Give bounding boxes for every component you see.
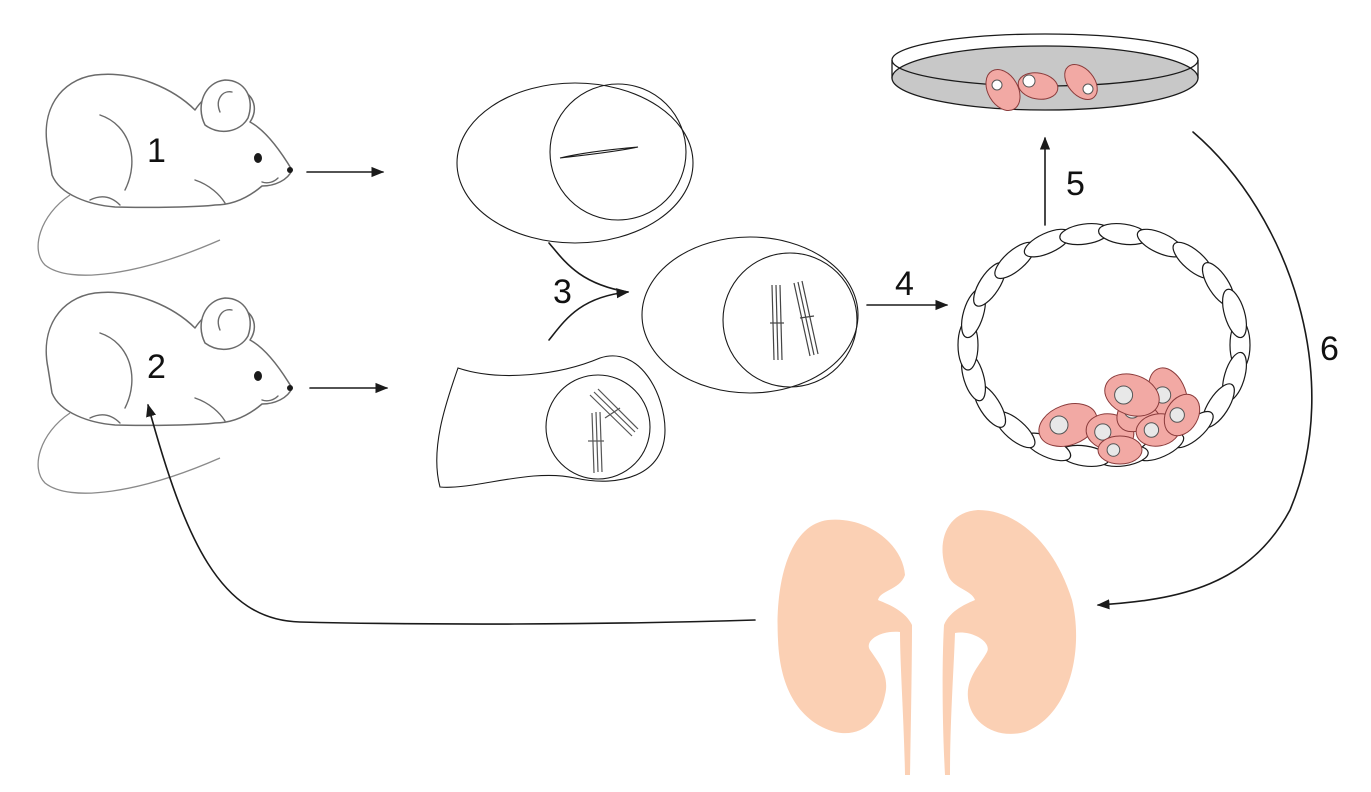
petri-dish-icon	[891, 33, 1199, 111]
blastocyst-icon	[957, 222, 1251, 468]
fusion-curve-bottom	[548, 288, 630, 341]
mouse-1-label: 1	[147, 132, 166, 170]
inner-cell	[1097, 435, 1143, 465]
step-6-label: 6	[1320, 330, 1339, 368]
arrow-step-6	[1096, 131, 1313, 610]
kidney-icon	[777, 510, 1077, 775]
oocyte-icon	[456, 82, 694, 244]
step-4-label: 4	[895, 265, 914, 303]
somatic-cell-icon	[436, 355, 666, 488]
trophoblast-cell	[1221, 288, 1248, 339]
inner-cell	[1038, 403, 1098, 447]
mouse-2-label: 2	[147, 348, 166, 386]
step-3-label: 3	[553, 273, 572, 311]
cultured-cell	[1017, 72, 1059, 100]
step-5-label: 5	[1066, 165, 1085, 203]
cultured-cell	[985, 69, 1021, 111]
mouse-1-icon: 1	[37, 73, 294, 276]
cultured-cell	[1064, 64, 1098, 100]
inner-cell	[1163, 393, 1201, 437]
fusion-curve-top	[548, 242, 629, 293]
inner-cell	[1104, 373, 1160, 417]
fused-cell-icon	[641, 236, 859, 394]
arrow-kidney-to-mouse2	[146, 403, 756, 625]
